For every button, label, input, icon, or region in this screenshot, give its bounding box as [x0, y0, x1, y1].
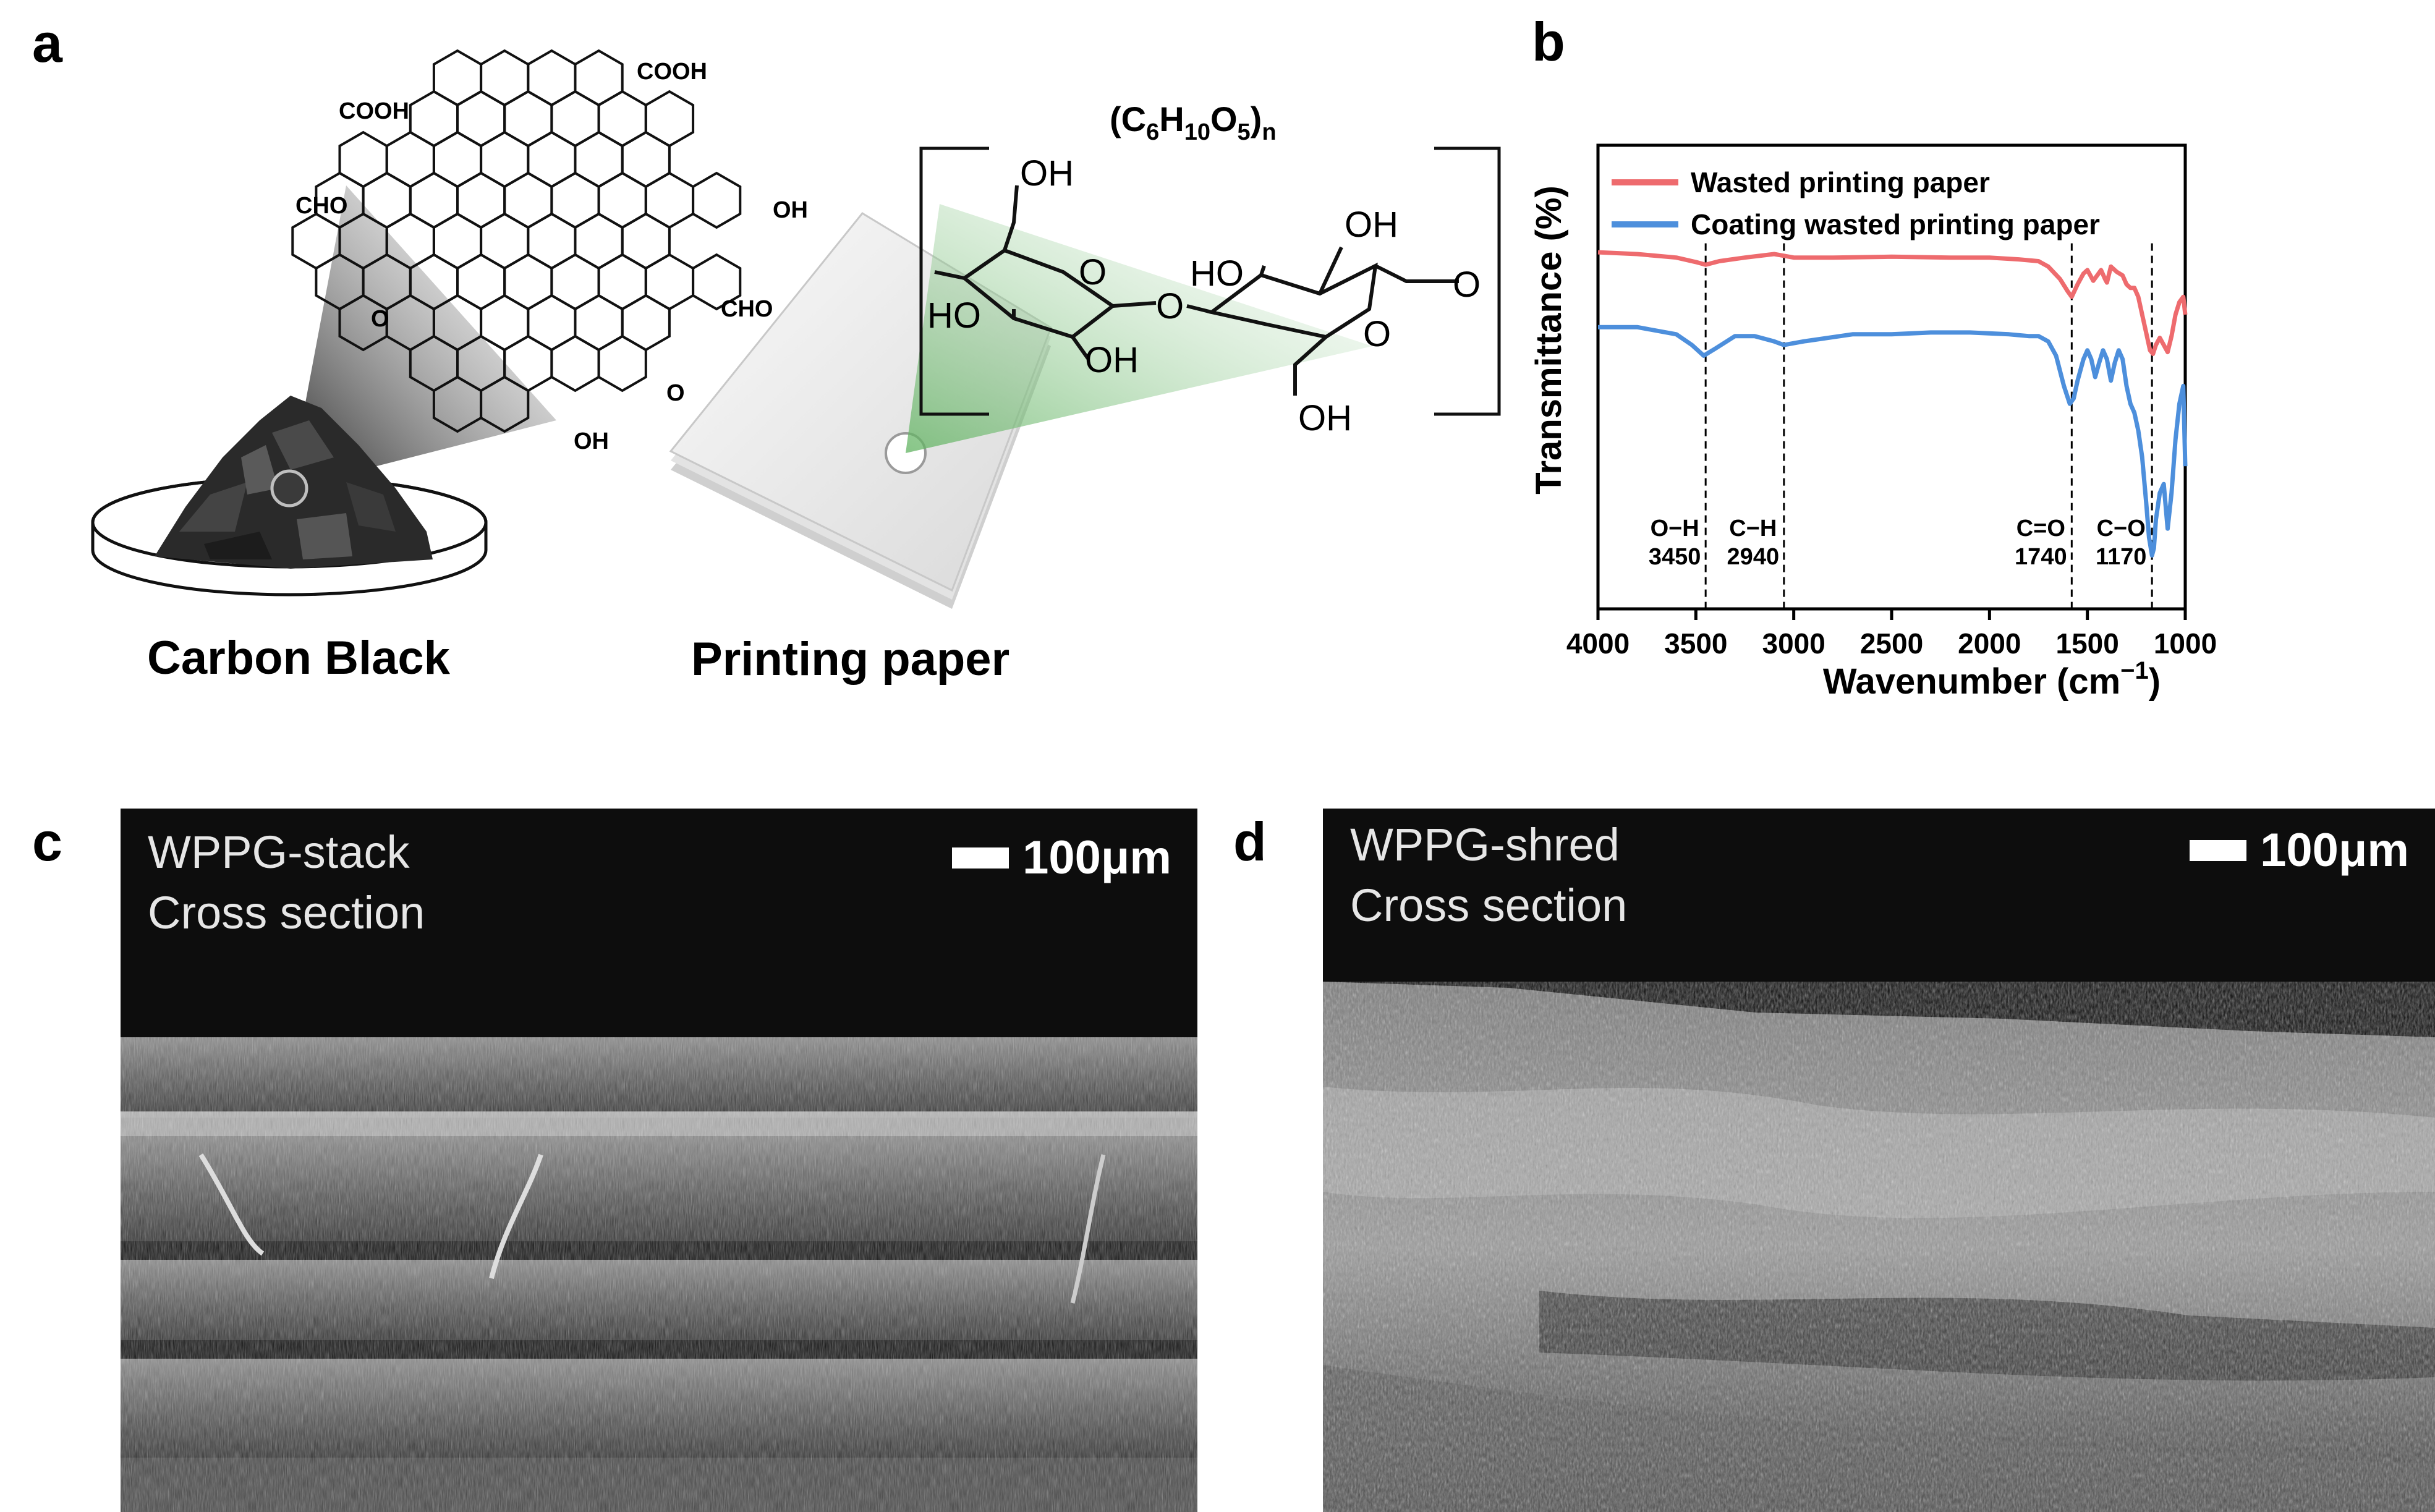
x-tick-label: 2500	[1860, 627, 1923, 660]
series-line-coating	[1598, 325, 2188, 558]
hexagon-ring	[550, 334, 600, 393]
sem-texture	[1323, 809, 2435, 1512]
annotation-value: 1170	[2096, 544, 2146, 570]
y-axis-label: Transmittance (%)	[1529, 185, 1569, 495]
group-label: OH	[1345, 205, 1398, 245]
scale-bar	[952, 847, 1009, 869]
scale-bar-label: 100μm	[2260, 824, 2409, 877]
carbon-black-caption: Carbon Black	[147, 632, 451, 684]
legend-label: Wasted printing paper	[1691, 166, 1990, 198]
group-label: COOH	[637, 59, 707, 85]
panel-label-d: d	[1233, 811, 1267, 872]
scale-bar-stack: 100μm	[952, 831, 1171, 885]
x-tick-label: 3000	[1762, 627, 1825, 660]
graphene-lattice	[291, 49, 742, 433]
sem-title-line: WPPG-stack	[148, 826, 410, 878]
sem-subtitle-line: Cross section	[148, 887, 425, 938]
annotation-label: C=O	[2016, 516, 2065, 542]
sem-title-stack: WPPG-stack Cross section	[148, 822, 425, 943]
x-tick-label: 4000	[1566, 627, 1630, 660]
group-label: O	[1453, 265, 1481, 305]
series-line-wasted	[1597, 250, 2188, 356]
group-label: OH	[773, 197, 808, 223]
hexagon-ring	[692, 253, 742, 311]
annotation-label: C−O	[2097, 516, 2146, 542]
x-tick-label: 3500	[1664, 627, 1727, 660]
scale-bar-shred: 100μm	[2190, 823, 2409, 877]
group-label: O	[1079, 252, 1107, 292]
hexagon-ring	[480, 375, 530, 433]
carbon-functional-groups: COOH COOH CHO OH CHO OH O O	[295, 59, 808, 454]
group-label: COOH	[339, 98, 409, 124]
group-label: OH	[574, 428, 609, 454]
hexagon-ring	[692, 171, 742, 229]
annotation-label: C−H	[1729, 516, 1777, 542]
scale-bar-label: 100μm	[1022, 831, 1171, 884]
group-label: O	[371, 306, 389, 332]
cellulose-groups: OH O HO OH O HO OH O O OH	[927, 153, 1481, 438]
sem-title-line: WPPG-shred	[1350, 819, 1620, 870]
group-label: O	[666, 380, 685, 406]
group-label: CHO	[721, 296, 773, 322]
x-tick-label: 1500	[2055, 627, 2118, 660]
sem-subtitle-line: Cross section	[1350, 880, 1628, 931]
legend-label: Coating wasted printing paper	[1691, 208, 2100, 240]
cellulose-formula: (C6H10O5)n	[1110, 100, 1277, 145]
group-label: O	[1156, 286, 1184, 326]
group-label: OH	[1085, 340, 1139, 380]
chart-axes: 4000 3500 3000 2500 2000 1500 1000	[1566, 143, 2217, 660]
sem-title-shred: WPPG-shred Cross section	[1350, 815, 1627, 936]
carbon-black-pile	[155, 396, 433, 569]
annotation-value: 3450	[1649, 544, 1701, 570]
group-label: OH	[1020, 153, 1074, 193]
hexagon-ring	[597, 334, 647, 393]
panel-a-illustration: COOH COOH CHO OH CHO OH O O (C6H10O5)n	[91, 49, 1501, 686]
x-axis-label: Wavenumber (cm−1)	[1823, 657, 2161, 702]
x-tick-label: 1000	[2154, 627, 2217, 660]
panel-label-b: b	[1532, 11, 1565, 72]
group-label: HO	[927, 295, 981, 336]
panel-label-a: a	[32, 12, 62, 74]
printing-paper-caption: Printing paper	[691, 633, 1009, 686]
sem-texture	[121, 809, 1197, 1512]
scale-bar	[2190, 839, 2247, 861]
chart-series	[1597, 250, 2188, 558]
group-label: O	[1363, 314, 1391, 354]
panel-label-c: c	[32, 811, 62, 872]
magnify-beam-carbon	[289, 185, 556, 488]
annotation-value: 1740	[2015, 544, 2067, 570]
group-label: OH	[1298, 398, 1352, 438]
annotation-label: O−H	[1651, 516, 1699, 542]
group-label: HO	[1190, 253, 1244, 294]
x-tick-label: 2000	[1958, 627, 2021, 660]
sem-image-stack: WPPG-stack Cross section 100μm	[121, 809, 1197, 1512]
polymer-brackets	[919, 147, 1501, 416]
group-label: CHO	[295, 193, 347, 219]
magnify-beam-paper	[906, 204, 1372, 453]
cellulose-rings	[934, 185, 1459, 396]
annotation-value: 2940	[1727, 544, 1780, 570]
sem-image-shred: WPPG-shred Cross section 100μm	[1323, 809, 2435, 1512]
